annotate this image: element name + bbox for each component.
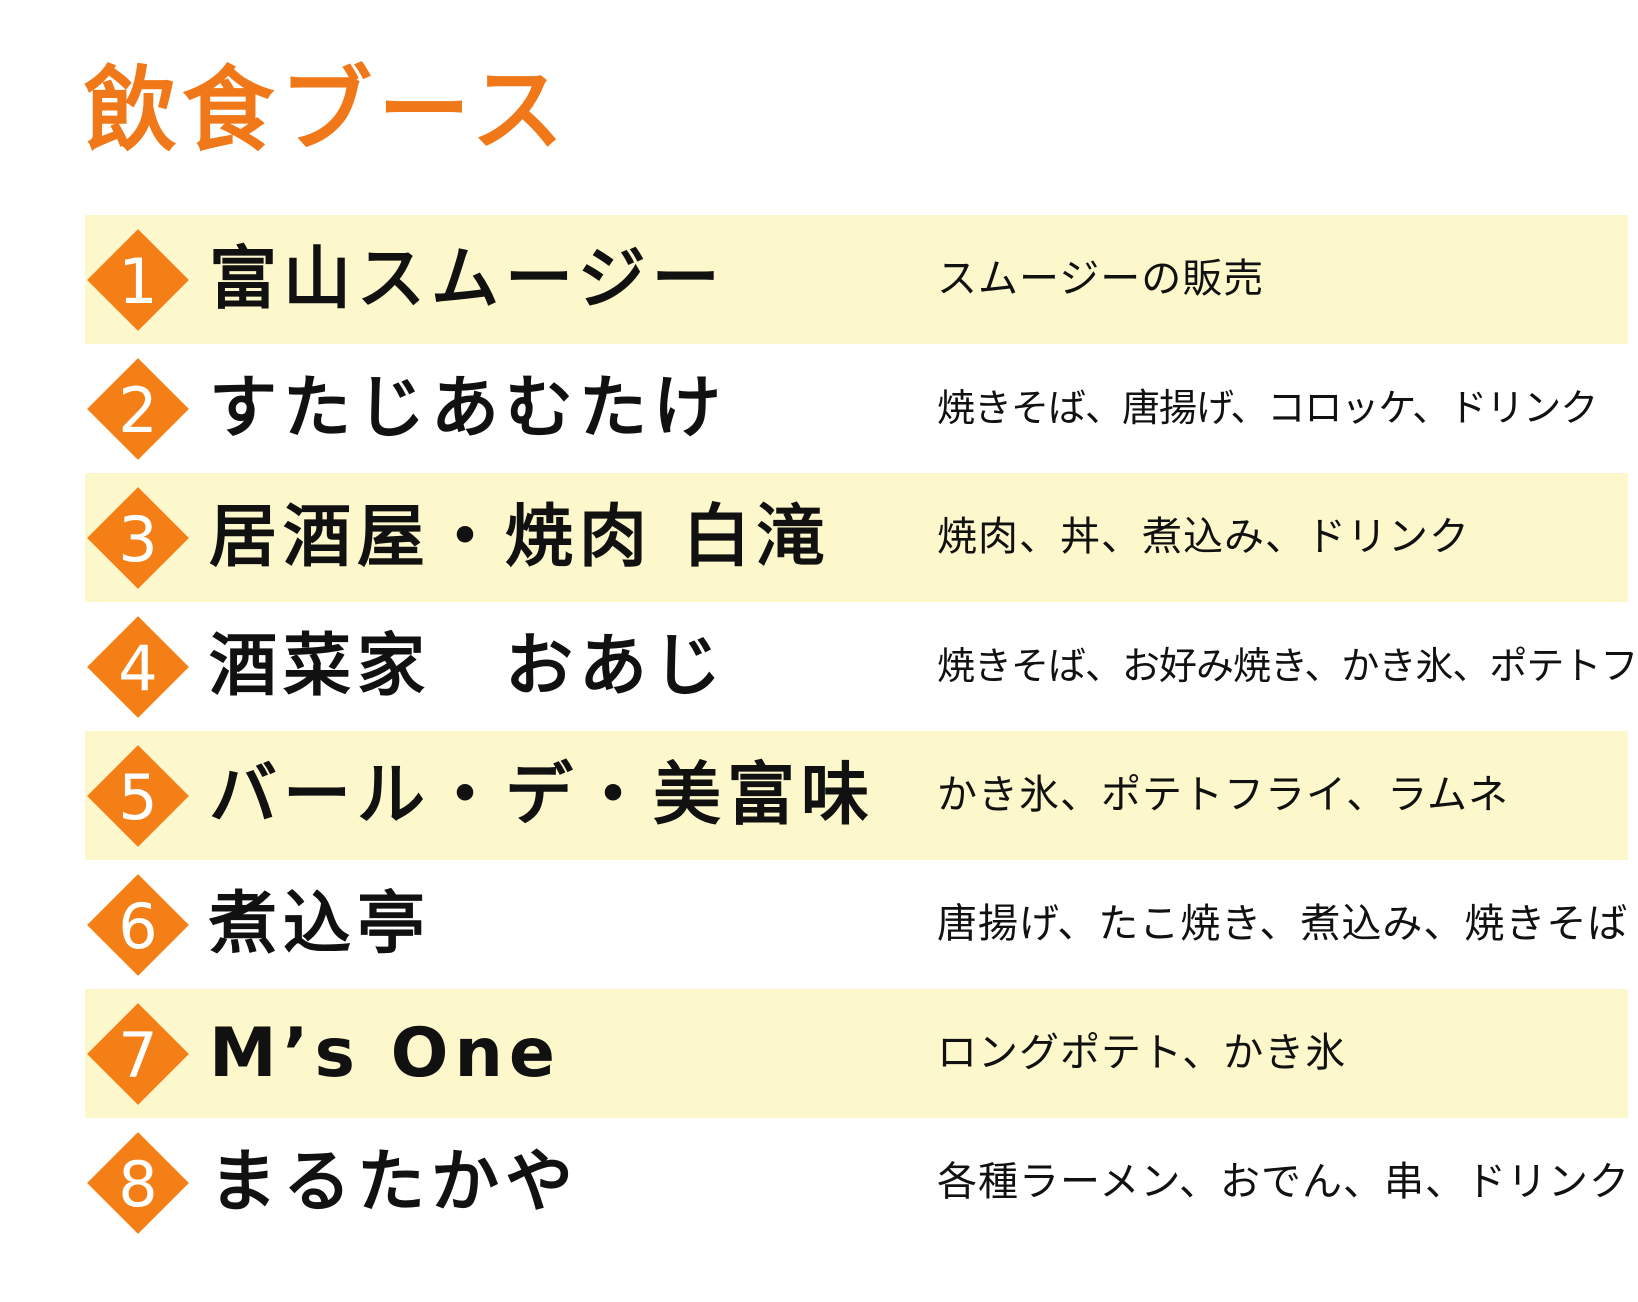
booth-number: 5 [118, 761, 158, 834]
booth-row: 3 居酒屋・焼肉 白滝 焼肉、丼、煮込み、ドリンク [85, 473, 1628, 602]
booth-list: 1 富山スムージー スムージーの販売 2 すたじあむたけ 焼きそば、唐揚げ、コロ… [85, 215, 1638, 1247]
booth-number: 8 [118, 1148, 158, 1221]
number-badge: 4 [87, 616, 189, 718]
booth-items: 唐揚げ、たこ焼き、煮込み、焼きそば [937, 901, 1629, 947]
booth-name: まるたかや [209, 1143, 580, 1222]
booth-name: すたじあむたけ [209, 369, 728, 448]
booth-items: 焼きそば、唐揚げ、コロッケ、ドリンク [937, 386, 1598, 430]
booth-items: 焼肉、丼、煮込み、ドリンク [937, 514, 1470, 560]
booth-number: 7 [118, 1019, 158, 1092]
booth-number: 6 [118, 890, 158, 963]
booth-name: 富山スムージー [209, 240, 726, 319]
page-title: 飲食ブース [84, 57, 570, 164]
booth-name: M’s One [209, 1014, 561, 1093]
booth-number: 1 [118, 245, 158, 318]
number-badge: 8 [87, 1132, 189, 1234]
booth-row: 4 酒菜家 おあじ 焼きそば、お好み焼き、かき氷、ポテトフライ [85, 602, 1638, 731]
booth-items: 各種ラーメン、おでん、串、ドリンク [937, 1159, 1630, 1205]
booth-row: 8 まるたかや 各種ラーメン、おでん、串、ドリンク [85, 1118, 1630, 1247]
booth-row: 5 バール・デ・美富味 かき氷、ポテトフライ、ラムネ [85, 731, 1628, 860]
number-badge: 5 [87, 745, 189, 847]
number-badge: 2 [87, 358, 189, 460]
number-badge: 6 [87, 874, 189, 976]
number-badge: 7 [87, 1003, 189, 1105]
booth-items: スムージーの販売 [937, 256, 1265, 302]
booth-row: 6 煮込亭 唐揚げ、たこ焼き、煮込み、焼きそば [85, 860, 1628, 989]
booth-items: ロングポテト、かき氷 [937, 1030, 1347, 1076]
booth-items: かき氷、ポテトフライ、ラムネ [937, 772, 1509, 818]
booth-row: 1 富山スムージー スムージーの販売 [85, 215, 1628, 344]
booth-number: 4 [118, 632, 158, 705]
booth-name: 酒菜家 おあじ [209, 627, 728, 706]
booth-number: 3 [118, 503, 158, 576]
number-badge: 3 [87, 487, 189, 589]
booth-row: 2 すたじあむたけ 焼きそば、唐揚げ、コロッケ、ドリンク [85, 344, 1628, 473]
booth-name: バール・デ・美富味 [209, 756, 876, 835]
booth-number: 2 [118, 374, 158, 447]
booth-row: 7 M’s One ロングポテト、かき氷 [85, 989, 1628, 1118]
booth-items: 焼きそば、お好み焼き、かき氷、ポテトフライ [937, 644, 1638, 688]
booth-name: 煮込亭 [209, 885, 432, 964]
booth-name: 居酒屋・焼肉 白滝 [209, 498, 831, 577]
number-badge: 1 [87, 229, 189, 331]
